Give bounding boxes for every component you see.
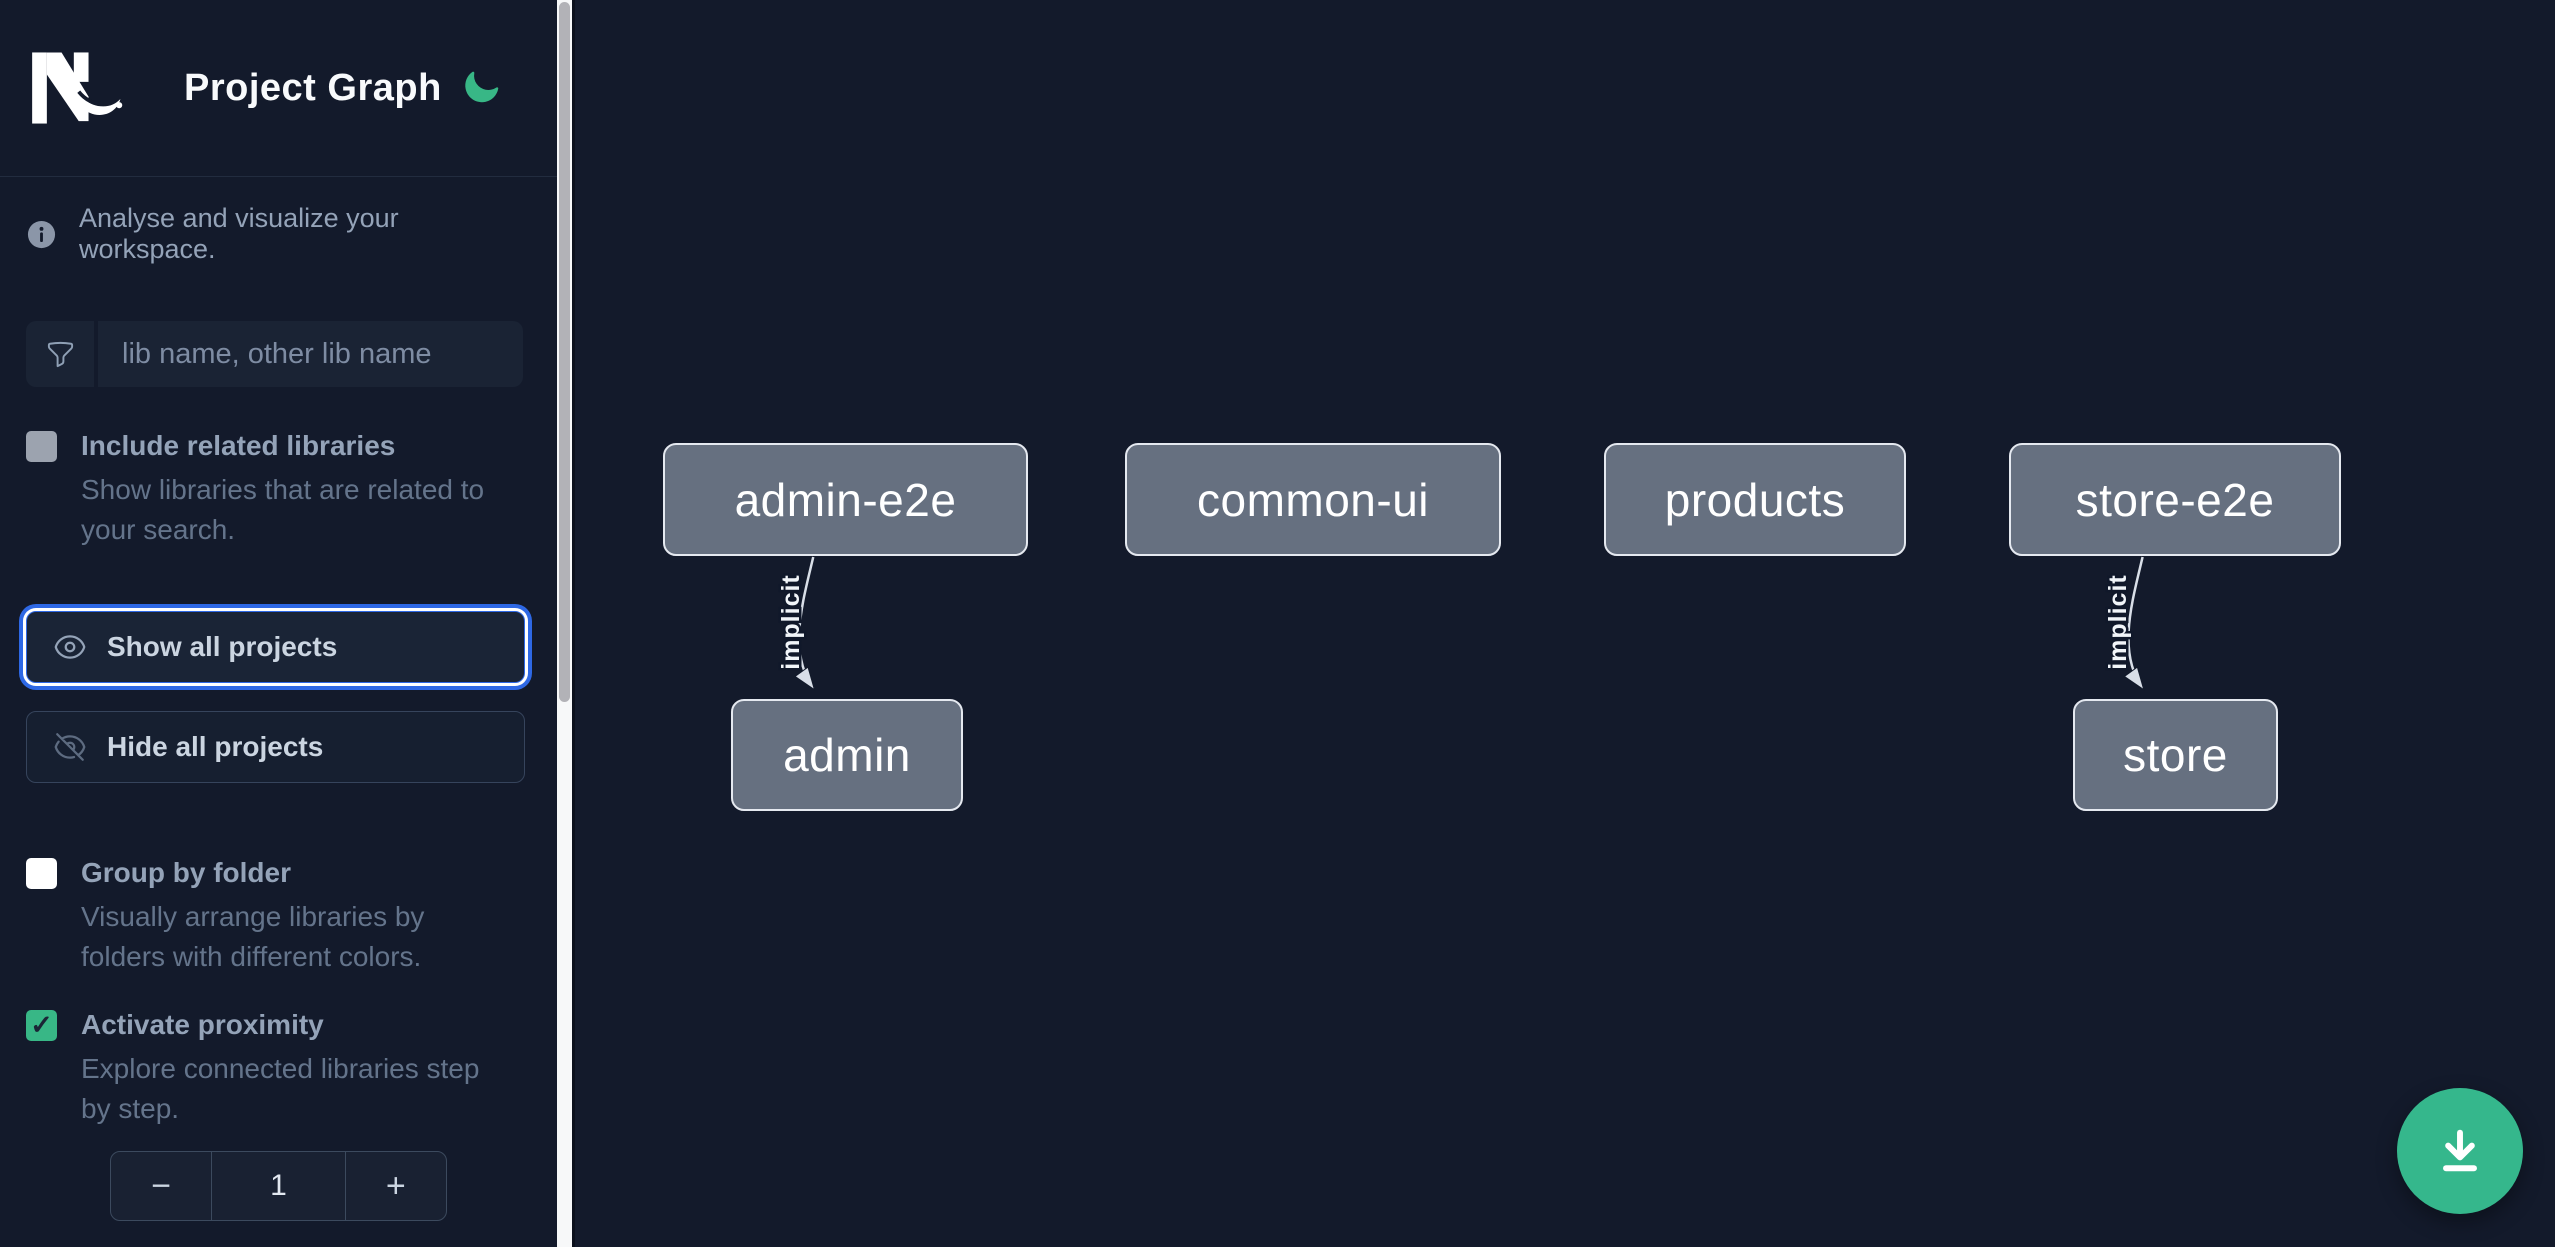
toggle-group-by-folder: Group by folder Visually arrange librari… [26, 856, 531, 977]
edge-store-e2e-store [2123, 556, 2145, 691]
search-box [26, 321, 523, 387]
nx-logo [32, 52, 123, 124]
graph-edges: implicit implicit [774, 556, 2145, 691]
info-row: Analyse and visualize your workspace. [26, 203, 531, 265]
checkmark-icon: ✓ [30, 1010, 53, 1040]
download-icon [2443, 1129, 2477, 1172]
download-image-button[interactable] [2397, 1088, 2523, 1214]
graph-node-store-e2e[interactable]: store-e2e [2009, 443, 2341, 556]
graph-node-products[interactable]: products [1604, 443, 1906, 556]
toggle-include-related: Include related libraries Show libraries… [26, 429, 531, 550]
info-icon [27, 220, 56, 248]
show-all-projects-button[interactable]: Show all projects [26, 611, 525, 683]
proximity-decrement-button[interactable]: − [111, 1152, 211, 1220]
proximity-value: 1 [211, 1152, 346, 1220]
sidebar-body: Analyse and visualize your workspace. In… [0, 177, 557, 1247]
toggle-label[interactable]: Activate proximity [81, 1009, 324, 1040]
edge-label-implicit: implicit [2104, 574, 2132, 669]
activate-proximity-checkbox[interactable]: ✓ [26, 1010, 57, 1041]
graph-node-admin[interactable]: admin [731, 699, 963, 811]
theme-toggle-button[interactable] [461, 68, 501, 108]
sidebar-scrollbar[interactable] [557, 0, 572, 1247]
include-related-checkbox[interactable] [26, 431, 57, 462]
hide-all-projects-button[interactable]: Hide all projects [26, 711, 525, 783]
toggle-description: Visually arrange libraries by folders wi… [81, 901, 425, 972]
graph-node-store[interactable]: store [2073, 699, 2278, 811]
graph-node-common-ui[interactable]: common-ui [1125, 443, 1501, 556]
filter-funnel-icon [26, 321, 98, 387]
proximity-increment-button[interactable]: + [346, 1152, 446, 1220]
eye-slash-icon [54, 733, 86, 761]
edge-label-implicit: implicit [777, 574, 805, 669]
show-all-projects-label: Show all projects [107, 631, 338, 662]
scrollbar-thumb[interactable] [559, 2, 570, 702]
moon-icon [465, 71, 499, 103]
search-input[interactable] [98, 321, 523, 387]
toggle-activate-proximity: ✓ Activate proximity Explore connected l… [26, 1008, 531, 1129]
toggle-description: Explore connected libraries step by step… [81, 1053, 480, 1124]
eye-icon [54, 635, 86, 659]
page-title: Project Graph [184, 66, 442, 109]
graph-canvas[interactable]: implicit implicit admin-e2e common-ui pr… [572, 0, 2555, 1247]
sidebar-header: Project Graph [0, 0, 557, 177]
group-by-folder-checkbox[interactable] [26, 858, 57, 889]
hide-all-projects-label: Hide all projects [107, 731, 324, 762]
toggle-description: Show libraries that are related to your … [81, 474, 485, 545]
edge-admin-e2e-admin [794, 556, 816, 691]
graph-node-admin-e2e[interactable]: admin-e2e [663, 443, 1028, 556]
toggle-label[interactable]: Include related libraries [81, 430, 396, 461]
toggle-label[interactable]: Group by folder [81, 857, 291, 888]
info-text: Analyse and visualize your workspace. [79, 203, 399, 264]
proximity-stepper: − 1 + [110, 1151, 447, 1221]
sidebar: Project Graph Analyse and visualize your… [0, 0, 557, 1247]
